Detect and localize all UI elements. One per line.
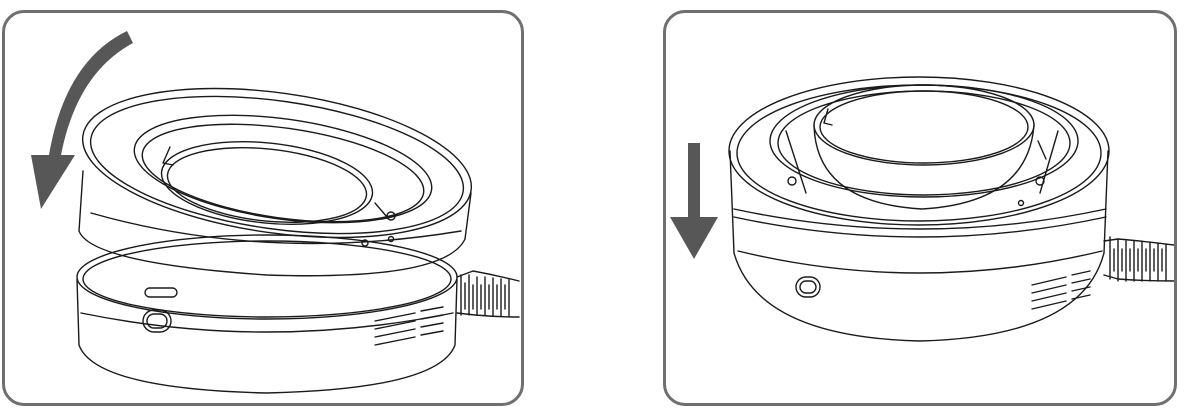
step-panel-press	[663, 10, 1177, 406]
lid-clips	[823, 108, 1047, 160]
device-lid	[728, 76, 1110, 226]
press-illustration	[670, 76, 1174, 342]
device-lid	[78, 87, 473, 277]
down-arrow	[670, 143, 718, 259]
twist-illustration	[31, 31, 520, 394]
vent-slots	[374, 306, 444, 346]
lid-center-disc	[160, 141, 374, 225]
body-side	[729, 150, 1109, 342]
power-switch	[142, 309, 172, 333]
base-side	[76, 278, 458, 394]
device-base	[76, 234, 458, 394]
device-base	[729, 150, 1109, 342]
curved-arrow-counterclockwise	[31, 31, 133, 209]
base-top-rim	[76, 234, 458, 320]
vent-slots	[1031, 270, 1091, 310]
power-cable	[1103, 236, 1174, 282]
power-cable	[456, 270, 520, 318]
rim-slot	[144, 287, 178, 298]
lid-outer-rim	[81, 87, 473, 239]
power-switch	[795, 276, 821, 298]
lid-center-disc	[813, 84, 1035, 166]
lid-outer-rim	[728, 76, 1110, 226]
step-panel-twist	[2, 10, 524, 406]
